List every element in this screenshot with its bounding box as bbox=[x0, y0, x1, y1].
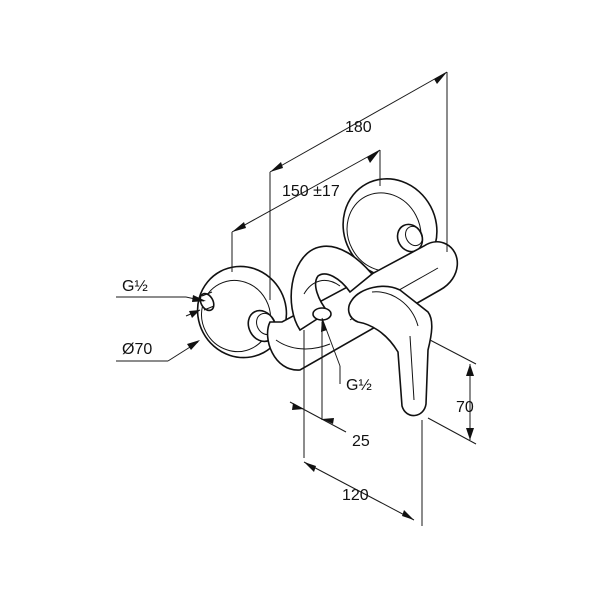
arrow-120-right bbox=[402, 510, 414, 520]
lever-handle bbox=[347, 285, 433, 417]
dimension-180: 180 bbox=[269, 71, 448, 300]
inlet-thread-callout: G½ bbox=[116, 278, 206, 302]
left-rosette bbox=[196, 265, 288, 359]
dimension-120-label: 120 bbox=[342, 487, 369, 504]
dimension-70-label: 70 bbox=[456, 399, 474, 416]
dimension-150: 150 ±17 bbox=[231, 149, 381, 272]
mixer-body bbox=[196, 178, 459, 417]
arrow-150-right bbox=[367, 150, 380, 163]
inlet-thread bbox=[199, 292, 215, 312]
rosette-diameter-callout: Ø70 bbox=[116, 309, 201, 362]
dimension-180-label: 180 bbox=[345, 119, 372, 136]
outlet-thread-callout: G½ bbox=[321, 317, 372, 394]
arrow-180-left bbox=[270, 162, 283, 172]
arrow-70-bottom bbox=[466, 428, 474, 440]
dimension-150-label: 150 ±17 bbox=[282, 183, 340, 200]
outlet-thread-label: G½ bbox=[346, 377, 372, 394]
rosette-diameter-arrow-upper bbox=[187, 340, 200, 350]
dimension-120: 120 bbox=[303, 420, 423, 526]
arrow-70-top bbox=[466, 364, 474, 376]
inlet-thread-arrow bbox=[192, 295, 206, 302]
arrow-25-right bbox=[322, 418, 334, 424]
inlet-thread-label: G½ bbox=[122, 278, 148, 295]
dimension-25-label: 25 bbox=[352, 433, 370, 450]
spout bbox=[290, 245, 374, 332]
arrow-25-left bbox=[292, 403, 304, 410]
rosette-diameter-label: Ø70 bbox=[122, 341, 152, 358]
dimension-70: 70 bbox=[427, 339, 477, 445]
arrow-150-left bbox=[232, 222, 246, 232]
arrow-120-left bbox=[304, 462, 316, 472]
dimension-25: 25 bbox=[289, 322, 370, 458]
arrow-180-right bbox=[434, 72, 447, 84]
rosette-diameter-arrow-lower bbox=[189, 310, 200, 318]
